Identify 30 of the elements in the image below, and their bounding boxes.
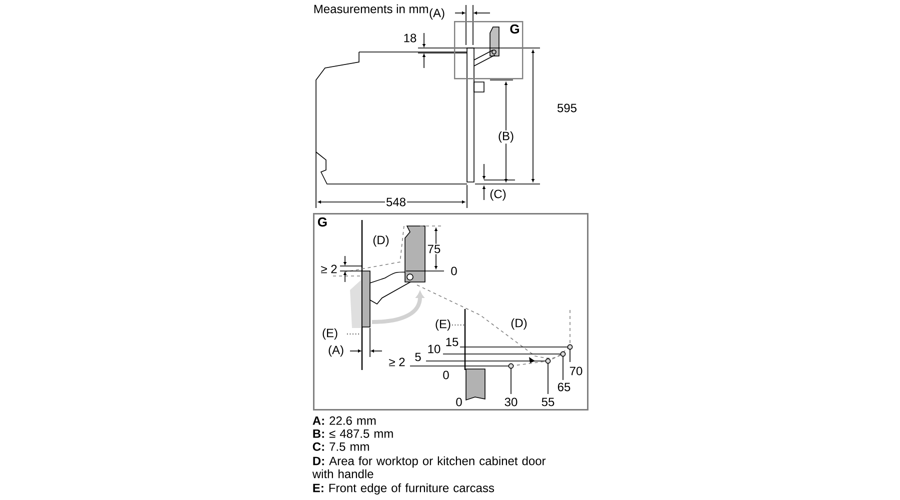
dimension-label: 548 bbox=[385, 196, 408, 208]
dimension-label: 0 bbox=[456, 398, 462, 406]
dimension-label: (D) bbox=[511, 318, 527, 330]
dimension-label: 10 bbox=[428, 344, 440, 354]
dimension-label: 70 bbox=[570, 366, 582, 376]
dimension-label: (D) bbox=[373, 235, 389, 247]
legend-text: D: Area for worktop or kitchen cabinet door with handle bbox=[312, 456, 546, 478]
dimension-label: 55 bbox=[542, 398, 554, 406]
dimension-label: 5 bbox=[415, 352, 421, 362]
legend-text: C: 7.5 mm bbox=[312, 442, 369, 451]
dimension-label: 30 bbox=[504, 398, 518, 406]
legend-text: E: Front edge of furniture carcass bbox=[313, 483, 494, 495]
dimension-label: 75 bbox=[426, 244, 442, 254]
dimension-label: (E) bbox=[322, 328, 338, 340]
detail-frame: G bbox=[454, 21, 524, 80]
dimension-label: 0 bbox=[451, 266, 457, 276]
dimension-label: 15 bbox=[446, 338, 458, 346]
note-text: Measurements in mm bbox=[314, 4, 428, 14]
legend-text: B: ≤ 487.5 mm bbox=[313, 429, 393, 438]
dimension-label: 595 bbox=[556, 102, 578, 114]
dimension-label: (A) bbox=[328, 345, 344, 357]
dimension-label: (C) bbox=[490, 189, 506, 201]
dimension-label: (E) bbox=[436, 319, 450, 331]
dimension-label: 65 bbox=[558, 382, 570, 392]
dimension-label: ≥ 2 bbox=[321, 264, 337, 274]
dimension-label: 0 bbox=[443, 370, 449, 380]
dimension-label: ≥ 2 bbox=[389, 358, 405, 366]
dimension-label: (A) bbox=[430, 8, 444, 20]
dimension-label: (B) bbox=[497, 130, 515, 144]
dimension-label: 18 bbox=[404, 34, 416, 42]
